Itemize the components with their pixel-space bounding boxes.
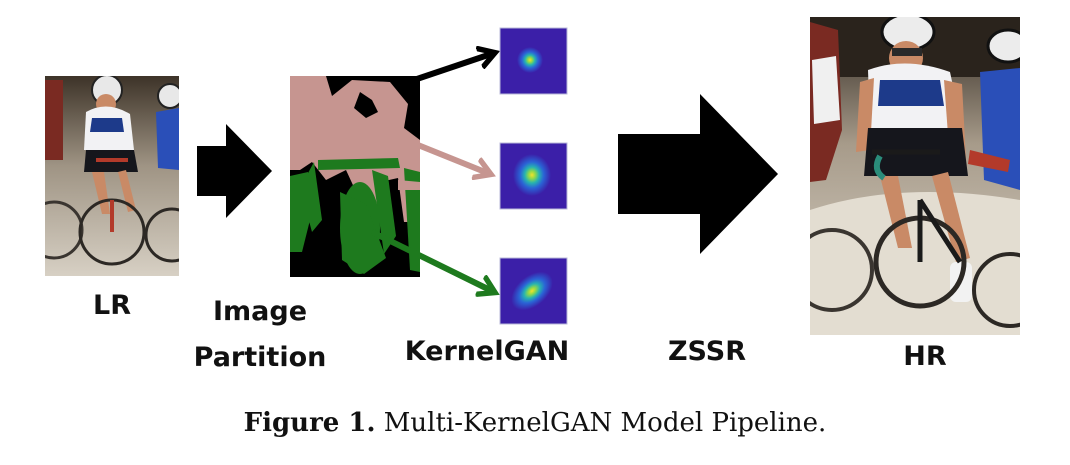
kernel-1 <box>499 27 568 95</box>
figure-caption: Figure 1. Multi-KernelGAN Model Pipeline… <box>0 408 1070 438</box>
lr-photo <box>45 76 179 276</box>
hr-label: HR <box>903 341 947 372</box>
image-partition-label-line1: Image <box>212 296 308 327</box>
arrow-black-to-kernel-1 <box>407 53 494 85</box>
hr-photo <box>810 17 1020 335</box>
arrow-green-to-kernel-3 <box>370 229 494 292</box>
figure-caption-text: Multi-KernelGAN Model Pipeline. <box>383 408 827 438</box>
image-partition-label-line2: Partition <box>193 342 327 373</box>
figure-caption-label: Figure 1. <box>243 408 376 438</box>
arrow-lr-to-partition <box>197 124 272 218</box>
arrow-zssr <box>618 94 778 254</box>
kernel-2 <box>499 142 568 210</box>
zssr-label: ZSSR <box>667 336 747 367</box>
kernelgan-label: KernelGAN <box>404 336 570 367</box>
kernel-3 <box>499 257 568 325</box>
arrow-pink-to-kernel-2 <box>416 142 490 174</box>
lr-label: LR <box>93 290 131 321</box>
